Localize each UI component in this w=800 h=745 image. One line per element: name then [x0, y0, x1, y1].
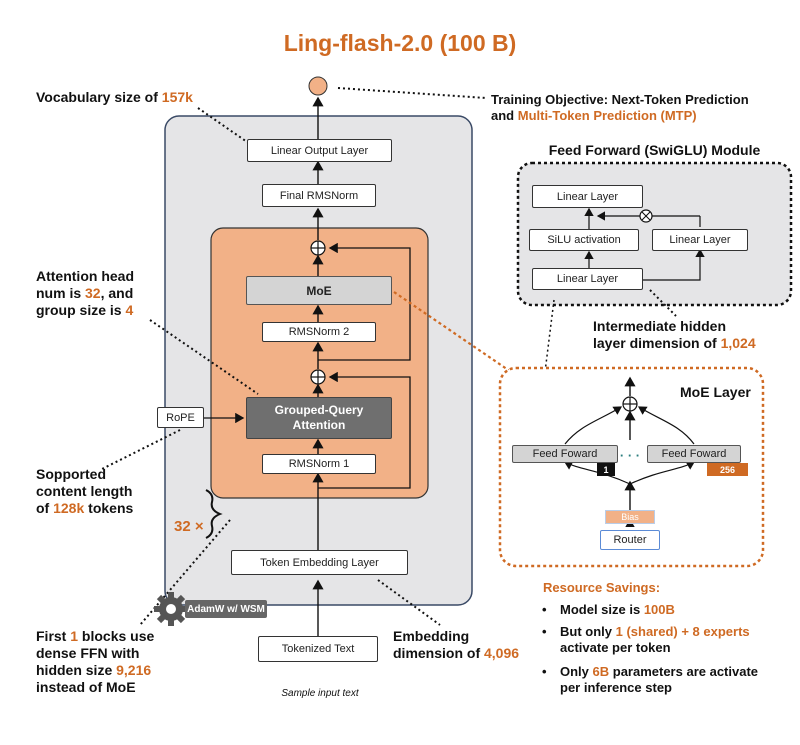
- router-box[interactable]: Router: [600, 530, 660, 550]
- moe-box[interactable]: MoE: [246, 276, 392, 305]
- context-note-of: of: [36, 500, 54, 516]
- savings-item-1-text: Model size is: [560, 602, 644, 617]
- repeat-count-label: 32 ×: [174, 518, 204, 535]
- linear-output-layer[interactable]: Linear Output Layer: [247, 139, 392, 162]
- ffn-silu[interactable]: SiLU activation: [529, 229, 639, 251]
- dense-note-line4: instead of MoE: [36, 679, 136, 695]
- savings-item-3-line2: per inference step: [560, 680, 672, 695]
- context-note-suffix: tokens: [84, 500, 134, 516]
- rope-box[interactable]: RoPE: [157, 407, 204, 428]
- dense-note-rest: blocks use: [78, 628, 155, 644]
- training-note-line1: Training Objective: Next-Token Predictio…: [491, 92, 749, 107]
- bullet-marker: •: [542, 624, 547, 639]
- active-experts-value: 1 (shared) + 8 experts: [615, 624, 750, 639]
- model-size-value: 100B: [643, 602, 675, 617]
- context-note: Sopported content length of 128k tokens: [36, 466, 133, 517]
- training-objective-note: Training Objective: Next-Token Predictio…: [491, 92, 749, 124]
- savings-title: Resource Savings:: [543, 580, 661, 595]
- dense-ffn-note: First 1 blocks use dense FFN with hidden…: [36, 628, 154, 696]
- intermediate-note-prefix: layer dimension of: [593, 335, 721, 351]
- savings-item-1: • Model size is 100B: [542, 602, 787, 618]
- context-note-line1: Sopported: [36, 466, 106, 482]
- attention-note: Attention head num is 32, and group size…: [36, 268, 134, 319]
- gqa-line1: Grouped-Query: [274, 403, 364, 417]
- expert-ffn-first[interactable]: Feed Foward: [512, 445, 618, 463]
- savings-item-3: • Only 6B parameters are activate per in…: [542, 664, 792, 696]
- attention-note-num-suffix: , and: [100, 285, 134, 301]
- rmsnorm-2[interactable]: RMSNorm 2: [262, 322, 376, 342]
- output-node: [308, 76, 328, 96]
- final-rmsnorm[interactable]: Final RMSNorm: [262, 184, 376, 207]
- attention-note-line1: Attention head: [36, 268, 134, 284]
- ffn-linear-right[interactable]: Linear Layer: [652, 229, 748, 251]
- dense-note-first: First: [36, 628, 71, 644]
- savings-item-2-line2: activate per token: [560, 640, 671, 655]
- vocab-note-text: Vocabulary size of: [36, 89, 162, 105]
- diagram-title: Ling-flash-2.0 (100 B): [283, 30, 517, 56]
- savings-item-3-suffix: parameters are activate: [609, 664, 759, 679]
- training-mtp: Multi-Token Prediction (MTP): [517, 108, 697, 123]
- ffn-linear-top[interactable]: Linear Layer: [532, 185, 643, 208]
- bullet-marker: •: [542, 664, 547, 679]
- intermediate-dimension: 1,024: [720, 335, 756, 351]
- context-length-value: 128k: [53, 500, 85, 516]
- dense-hidden-size: 9,216: [116, 662, 152, 678]
- dense-block-count: 1: [70, 628, 79, 644]
- savings-item-2: • But only 1 (shared) + 8 experts activa…: [542, 624, 787, 656]
- router-bias[interactable]: Bias: [605, 510, 655, 524]
- embedding-note: Embedding dimension of 4,096: [393, 628, 519, 662]
- repeat-brace: [205, 489, 223, 539]
- intermediate-note: Intermediate hidden layer dimension of 1…: [593, 318, 756, 352]
- context-note-line2: content length: [36, 483, 133, 499]
- training-note-and: and: [491, 108, 518, 123]
- embedding-note-line1: Embedding: [393, 628, 470, 644]
- expert-badge-first: 1: [597, 463, 615, 476]
- optimizer-label: AdamW w/ WSM: [185, 600, 267, 618]
- embedding-dimension: 4,096: [484, 645, 520, 661]
- rmsnorm-1[interactable]: RMSNorm 1: [262, 454, 376, 474]
- moe-layer-panel: [498, 366, 765, 568]
- ffn-module-title: Feed Forward (SwiGLU) Module: [548, 142, 761, 158]
- bullet-marker: •: [542, 602, 547, 617]
- sample-input-label: Sample input text: [281, 688, 359, 699]
- savings-item-3-text: Only: [560, 664, 593, 679]
- embedding-note-prefix: dimension of: [393, 645, 484, 661]
- gear-icon: [154, 592, 188, 626]
- attention-note-num-prefix: num is: [36, 285, 86, 301]
- intermediate-note-line1: Intermediate hidden: [593, 318, 727, 334]
- tokenized-text[interactable]: Tokenized Text: [258, 636, 378, 662]
- expert-ellipsis: · · ·: [619, 448, 641, 463]
- dense-note-line2: dense FFN with: [36, 645, 140, 661]
- dense-note-hidden-prefix: hidden size: [36, 662, 117, 678]
- attention-head-num: 32: [85, 285, 101, 301]
- ffn-linear-bottom[interactable]: Linear Layer: [532, 268, 643, 290]
- expert-ffn-last[interactable]: Feed Foward: [647, 445, 741, 463]
- grouped-query-attention[interactable]: Grouped-Query Attention: [246, 397, 392, 439]
- vocab-note: Vocabulary size of 157k: [36, 89, 193, 106]
- moe-layer-title: MoE Layer: [680, 384, 751, 400]
- gqa-line2: Attention: [292, 418, 346, 432]
- savings-item-2-text: But only: [560, 624, 616, 639]
- attention-note-group-prefix: group size is: [36, 302, 126, 318]
- vocab-value: 157k: [161, 89, 193, 105]
- active-params-value: 6B: [592, 664, 610, 679]
- expert-badge-last: 256: [707, 463, 748, 476]
- token-embedding-layer[interactable]: Token Embedding Layer: [231, 550, 408, 575]
- group-size-value: 4: [125, 302, 134, 318]
